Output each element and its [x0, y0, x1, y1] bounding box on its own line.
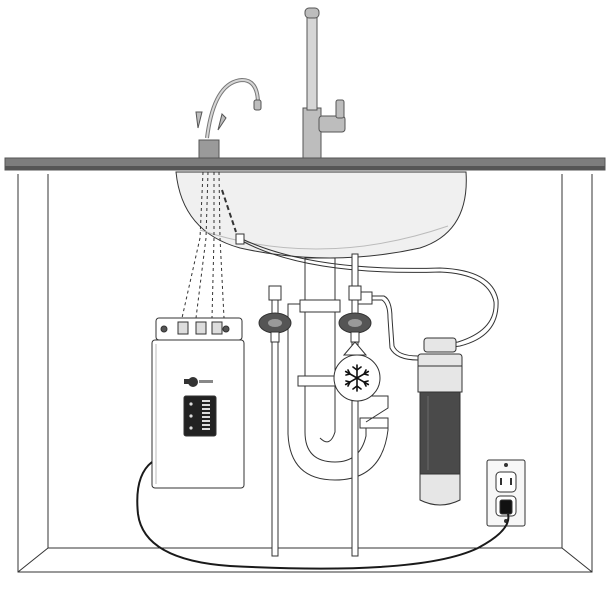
- faucet-spout: [306, 11, 318, 111]
- brand-logo: [184, 377, 213, 387]
- drain-tailpiece: [304, 257, 336, 305]
- cabinet-floor-edge-left: [17, 547, 49, 573]
- snowflake-icon: [344, 364, 370, 392]
- trap-arm: [365, 395, 389, 423]
- tube-cold-feed: [218, 171, 225, 319]
- trap-bend-outline: [287, 303, 389, 481]
- tank-fitting-right: [222, 325, 230, 333]
- tank-port-hot: [177, 321, 189, 335]
- dispenser-spout-tip: [253, 99, 262, 111]
- dispenser-tank: [151, 317, 245, 489]
- dispenser-spout: [205, 77, 260, 139]
- power-cord: [136, 461, 510, 570]
- tank-port-vent: [195, 321, 207, 335]
- filter-head: [423, 337, 457, 353]
- tank-fitting-left: [160, 325, 168, 333]
- trap-inner: [305, 303, 336, 443]
- faucet-connector: [235, 233, 245, 245]
- control-display: [183, 395, 217, 437]
- dispenser-lever-right: [217, 113, 227, 131]
- supply-lines: [235, 233, 499, 361]
- p-trap: [287, 299, 389, 481]
- tube-hot-1: [181, 171, 204, 319]
- filter-outlet-line-2: [243, 241, 495, 347]
- dispenser-faucet: [195, 77, 262, 159]
- cabinet-inner-wall: [47, 174, 563, 549]
- filter-outlet-line: [239, 237, 499, 351]
- sink-basin: [175, 171, 467, 305]
- shutoff-valve-hub: [268, 319, 282, 327]
- countertop: [4, 157, 606, 171]
- outlet-screw-top: [504, 463, 508, 467]
- water-filter: [417, 337, 463, 506]
- filter-inlet-line-2: [372, 299, 419, 361]
- shutoff-valve-hub: [348, 319, 362, 327]
- tank-port-cold: [211, 321, 223, 335]
- dispenser-lever-left: [195, 111, 203, 129]
- display-buttons: [189, 402, 193, 430]
- tailpiece-nut: [299, 299, 341, 313]
- cabinet-floor-edge-right: [561, 547, 593, 573]
- wall-outlet: [486, 459, 526, 527]
- cabinet-outline: [17, 174, 593, 573]
- trap-arm-nut: [359, 417, 389, 429]
- sink-bowl: [175, 171, 467, 259]
- sink-bowl-shade: [199, 225, 449, 250]
- kitchen-faucet: [302, 7, 346, 159]
- tube-connector-dashed: [221, 189, 237, 233]
- outlet-receptacle-top: [495, 471, 517, 493]
- countertop-edge: [5, 166, 605, 170]
- dispenser-spout-highlight: [206, 78, 259, 139]
- filter-cartridge: [419, 391, 461, 475]
- hot-valve-body: [270, 331, 280, 343]
- cold-valve-body: [350, 331, 360, 343]
- display-led-bar: [202, 400, 210, 430]
- tube-hot-2: [195, 171, 209, 319]
- filter-bottom-cap: [419, 473, 461, 506]
- filter-cap: [417, 365, 463, 393]
- faucet-lever: [335, 99, 345, 119]
- cold-supply-riser-fitting: [348, 285, 362, 301]
- supply-pipes: [258, 253, 372, 557]
- faucet-spout-tip: [304, 7, 320, 19]
- cold-supply-pipe: [351, 253, 359, 557]
- filter-inlet-line: [372, 295, 419, 357]
- dispenser-base: [198, 139, 220, 159]
- faucet-base: [302, 107, 322, 159]
- faucet-handle-body: [318, 115, 346, 133]
- cold-tag-hanger: [342, 341, 368, 356]
- hot-supply-riser-fitting: [268, 285, 282, 301]
- tube-vent: [211, 172, 215, 319]
- cold-tag: [333, 341, 381, 402]
- dispenser-tubes: [181, 171, 237, 319]
- cabinet: [17, 174, 593, 573]
- plug-icon: [499, 499, 513, 515]
